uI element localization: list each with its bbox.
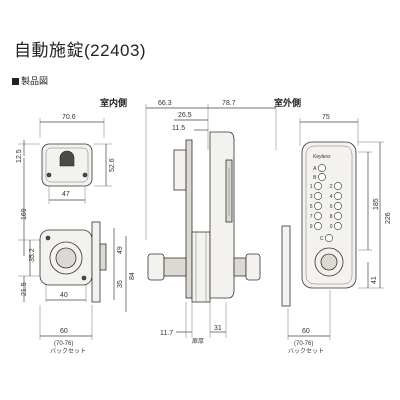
knob-icon — [320, 253, 338, 271]
keypad-button-7 — [314, 212, 322, 220]
page-title: 自動施錠(22403) — [14, 41, 147, 60]
dim-outer-backset-label: バックセット — [288, 348, 324, 355]
keypad-button-5 — [314, 202, 322, 210]
dim-side-26-5: 26.5 — [178, 112, 192, 119]
view-label-inner: 室内側 — [100, 98, 128, 108]
dim-inner-12-5: 12.5 — [16, 149, 23, 163]
dim-inner-21-5: 21.5 — [21, 282, 28, 296]
knob-icon — [55, 247, 77, 269]
keypad-button-2 — [334, 182, 342, 190]
dim-outer-41: 41 — [371, 276, 378, 284]
dim-side-door-label: 扉厚 — [192, 337, 204, 345]
dim-outer-226: 226 — [385, 212, 392, 224]
keypad-button-9 — [314, 222, 322, 230]
dim-side-11-5: 11.5 — [172, 125, 185, 132]
dim-outer-backset-range: (70-76) — [294, 341, 313, 347]
dim-side-11-7: 11.7 — [160, 330, 173, 337]
dim-side-78-7: 78.7 — [222, 100, 236, 107]
key-cylinder-icon — [59, 150, 75, 167]
keypad-button-label: A — [313, 166, 317, 172]
screw-icon — [45, 235, 51, 241]
dim-outer-75: 75 — [322, 114, 330, 121]
keypad-button-4 — [334, 192, 342, 200]
dim-inner-52-6: 52.6 — [109, 158, 116, 172]
keypad-button-b — [318, 173, 326, 181]
dim-side-31: 31 — [214, 325, 222, 332]
keypad-button-1 — [314, 182, 322, 190]
keypad-button-label: 6 — [330, 204, 333, 210]
dim-outer-60: 60 — [302, 328, 310, 335]
dim-inner-top-width: 70.6 — [62, 114, 76, 121]
keypad-button-label: 2 — [330, 184, 333, 190]
keypad-button-label: B — [313, 175, 317, 181]
keypad-button-8 — [334, 212, 342, 220]
keypad-button-3 — [314, 192, 322, 200]
dim-side-66-3: 66.3 — [158, 100, 172, 107]
dim-inner-35: 35 — [117, 280, 124, 288]
dim-inner-40: 40 — [60, 292, 68, 299]
screw-icon — [81, 275, 87, 281]
dim-inner-169: 169 — [21, 208, 28, 220]
inner-top-plate: 70.6 12.5 52.6 47 — [16, 114, 116, 204]
keypad-button-label: 8 — [330, 214, 333, 220]
keypad-button-label: 7 — [310, 214, 313, 220]
section-heading: 製品図 — [12, 74, 48, 87]
keypad-button-label: 0 — [330, 224, 333, 230]
screw-icon — [46, 172, 52, 178]
dim-inner-84: 84 — [129, 272, 136, 280]
screw-icon — [82, 172, 88, 178]
dim-inner-backset-label: バックセット — [50, 348, 86, 355]
keypad-button-c — [325, 234, 333, 242]
side-view: 66.3 78.7 26.5 11.5 11.7 31 扉厚 — [145, 100, 277, 345]
keypad-button-label: C — [320, 236, 324, 242]
keypad-brand: Keyless — [313, 154, 331, 160]
dim-inner-backset-range: (70-76) — [54, 341, 73, 347]
keypad-button-6 — [334, 202, 342, 210]
section-label: 製品図 — [21, 76, 49, 86]
dim-inner-35-2: 35.2 — [29, 248, 36, 262]
view-label-outer: 室外側 — [274, 98, 302, 108]
keypad-button-label: 9 — [310, 224, 313, 230]
keypad-button-label: 4 — [330, 194, 333, 200]
dim-inner-47: 47 — [62, 191, 70, 198]
outer-keypad-assembly: 75 Keyless AB1 2 3 4 5 6 7 8 9 0C 185 226 41 60 (… — [281, 114, 392, 355]
keypad-button-0 — [334, 222, 342, 230]
inner-knob-assembly: 169 35.2 21.5 40 49 35 84 60 (70-76) バック… — [18, 158, 136, 355]
keypad-button-label: 5 — [310, 204, 313, 210]
dim-inner-49: 49 — [117, 246, 124, 254]
keypad-button-a — [318, 164, 326, 172]
dim-inner-60: 60 — [60, 328, 68, 335]
square-bullet-icon — [12, 78, 19, 85]
keypad-buttons: AB1 2 3 4 5 6 7 8 9 0C — [310, 164, 342, 242]
keypad-button-label: 3 — [310, 194, 313, 200]
dim-outer-185: 185 — [373, 198, 380, 210]
keypad-button-label: 1 — [310, 184, 313, 190]
